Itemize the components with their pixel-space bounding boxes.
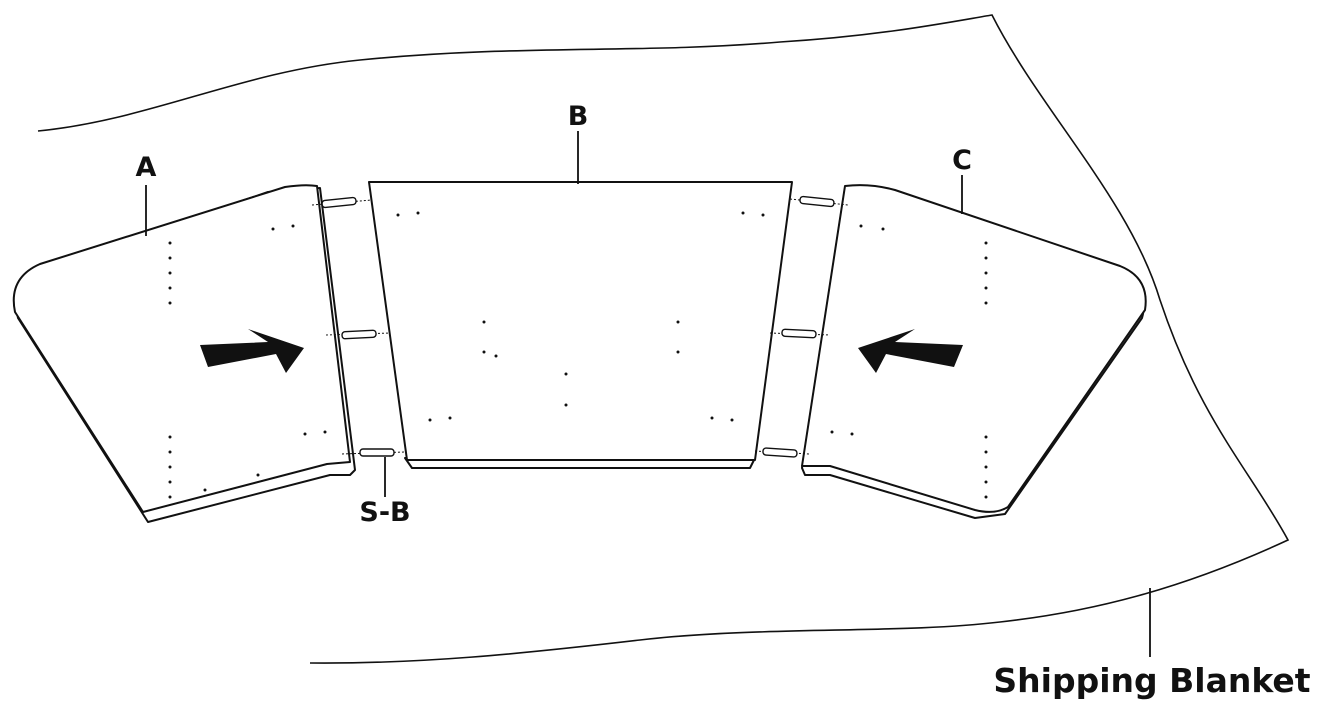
panel-c-top: [801, 184, 1147, 513]
connector-label: S-B: [359, 497, 410, 528]
panel-b-top: [368, 181, 793, 461]
panel-a-top: [12, 184, 351, 513]
connector-dowel: [799, 195, 835, 208]
shipping-blanket: [37, 14, 1290, 664]
panel-c: [801, 184, 1147, 519]
connector-dowel: [341, 329, 377, 340]
arrow-right-icon: [200, 329, 304, 373]
panel-c-label: C: [952, 145, 972, 176]
panel-b-label: B: [568, 101, 589, 132]
connectors-left: [311, 196, 406, 457]
panel-b: [368, 181, 793, 469]
connector-dowel: [359, 448, 395, 457]
panel-b-holes: [396, 211, 765, 422]
connectors-right: [754, 195, 849, 458]
panel-a-holes: [168, 224, 327, 499]
connector-dowel: [781, 328, 817, 339]
arrow-left-icon: [858, 329, 963, 373]
panel-a-label: A: [136, 152, 157, 183]
connector-dowel: [321, 196, 357, 209]
connector-dowel: [762, 447, 798, 458]
blanket-label: Shipping Blanket: [993, 661, 1310, 700]
panel-a: [12, 184, 356, 523]
panel-c-holes: [830, 224, 988, 499]
